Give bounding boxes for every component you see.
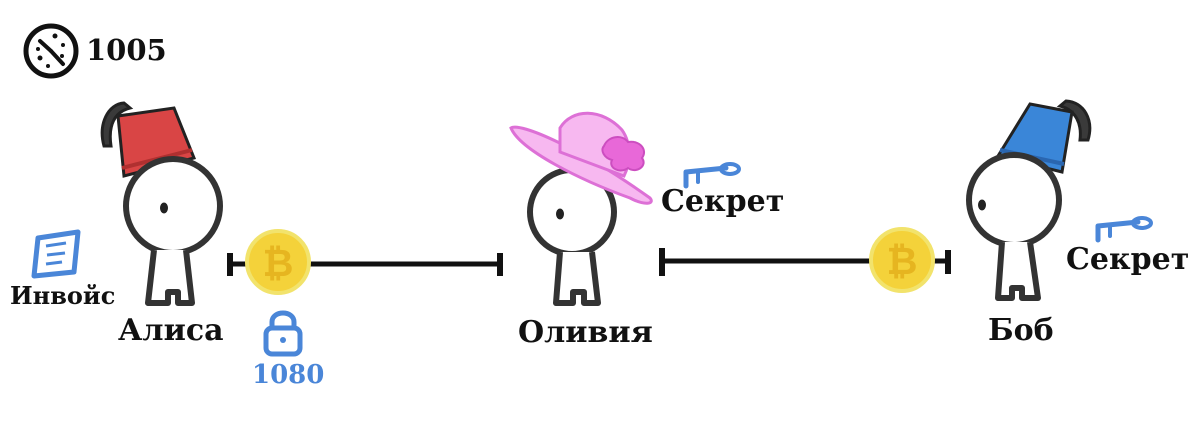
timer-dial-icon — [23, 23, 79, 79]
bitcoin-coin-icon: ₿ — [245, 229, 311, 295]
secret-label-olivia: Секрет — [661, 184, 785, 219]
invoice-label: Инвойс — [10, 281, 116, 310]
name-alice: Алиса — [118, 313, 224, 348]
invoice-note-icon — [31, 229, 81, 279]
key-icon — [1095, 216, 1153, 243]
svg-text:₿: ₿ — [263, 241, 294, 285]
key-icon — [683, 162, 741, 189]
secret-label-bob: Секрет — [1066, 242, 1190, 277]
name-olivia: Оливия — [518, 315, 653, 350]
padlock-icon — [263, 310, 303, 357]
timelock-height: 1080 — [252, 360, 325, 390]
pink-sunhat-icon — [509, 111, 653, 205]
name-bob: Боб — [988, 313, 1054, 348]
alice-figure — [100, 101, 223, 306]
bitcoin-coin-icon: ₿ — [869, 227, 935, 293]
block-height-counter: 1005 — [86, 33, 167, 67]
olivia-figure — [509, 111, 653, 306]
svg-text:₿: ₿ — [887, 239, 918, 283]
bob-figure — [966, 99, 1092, 301]
